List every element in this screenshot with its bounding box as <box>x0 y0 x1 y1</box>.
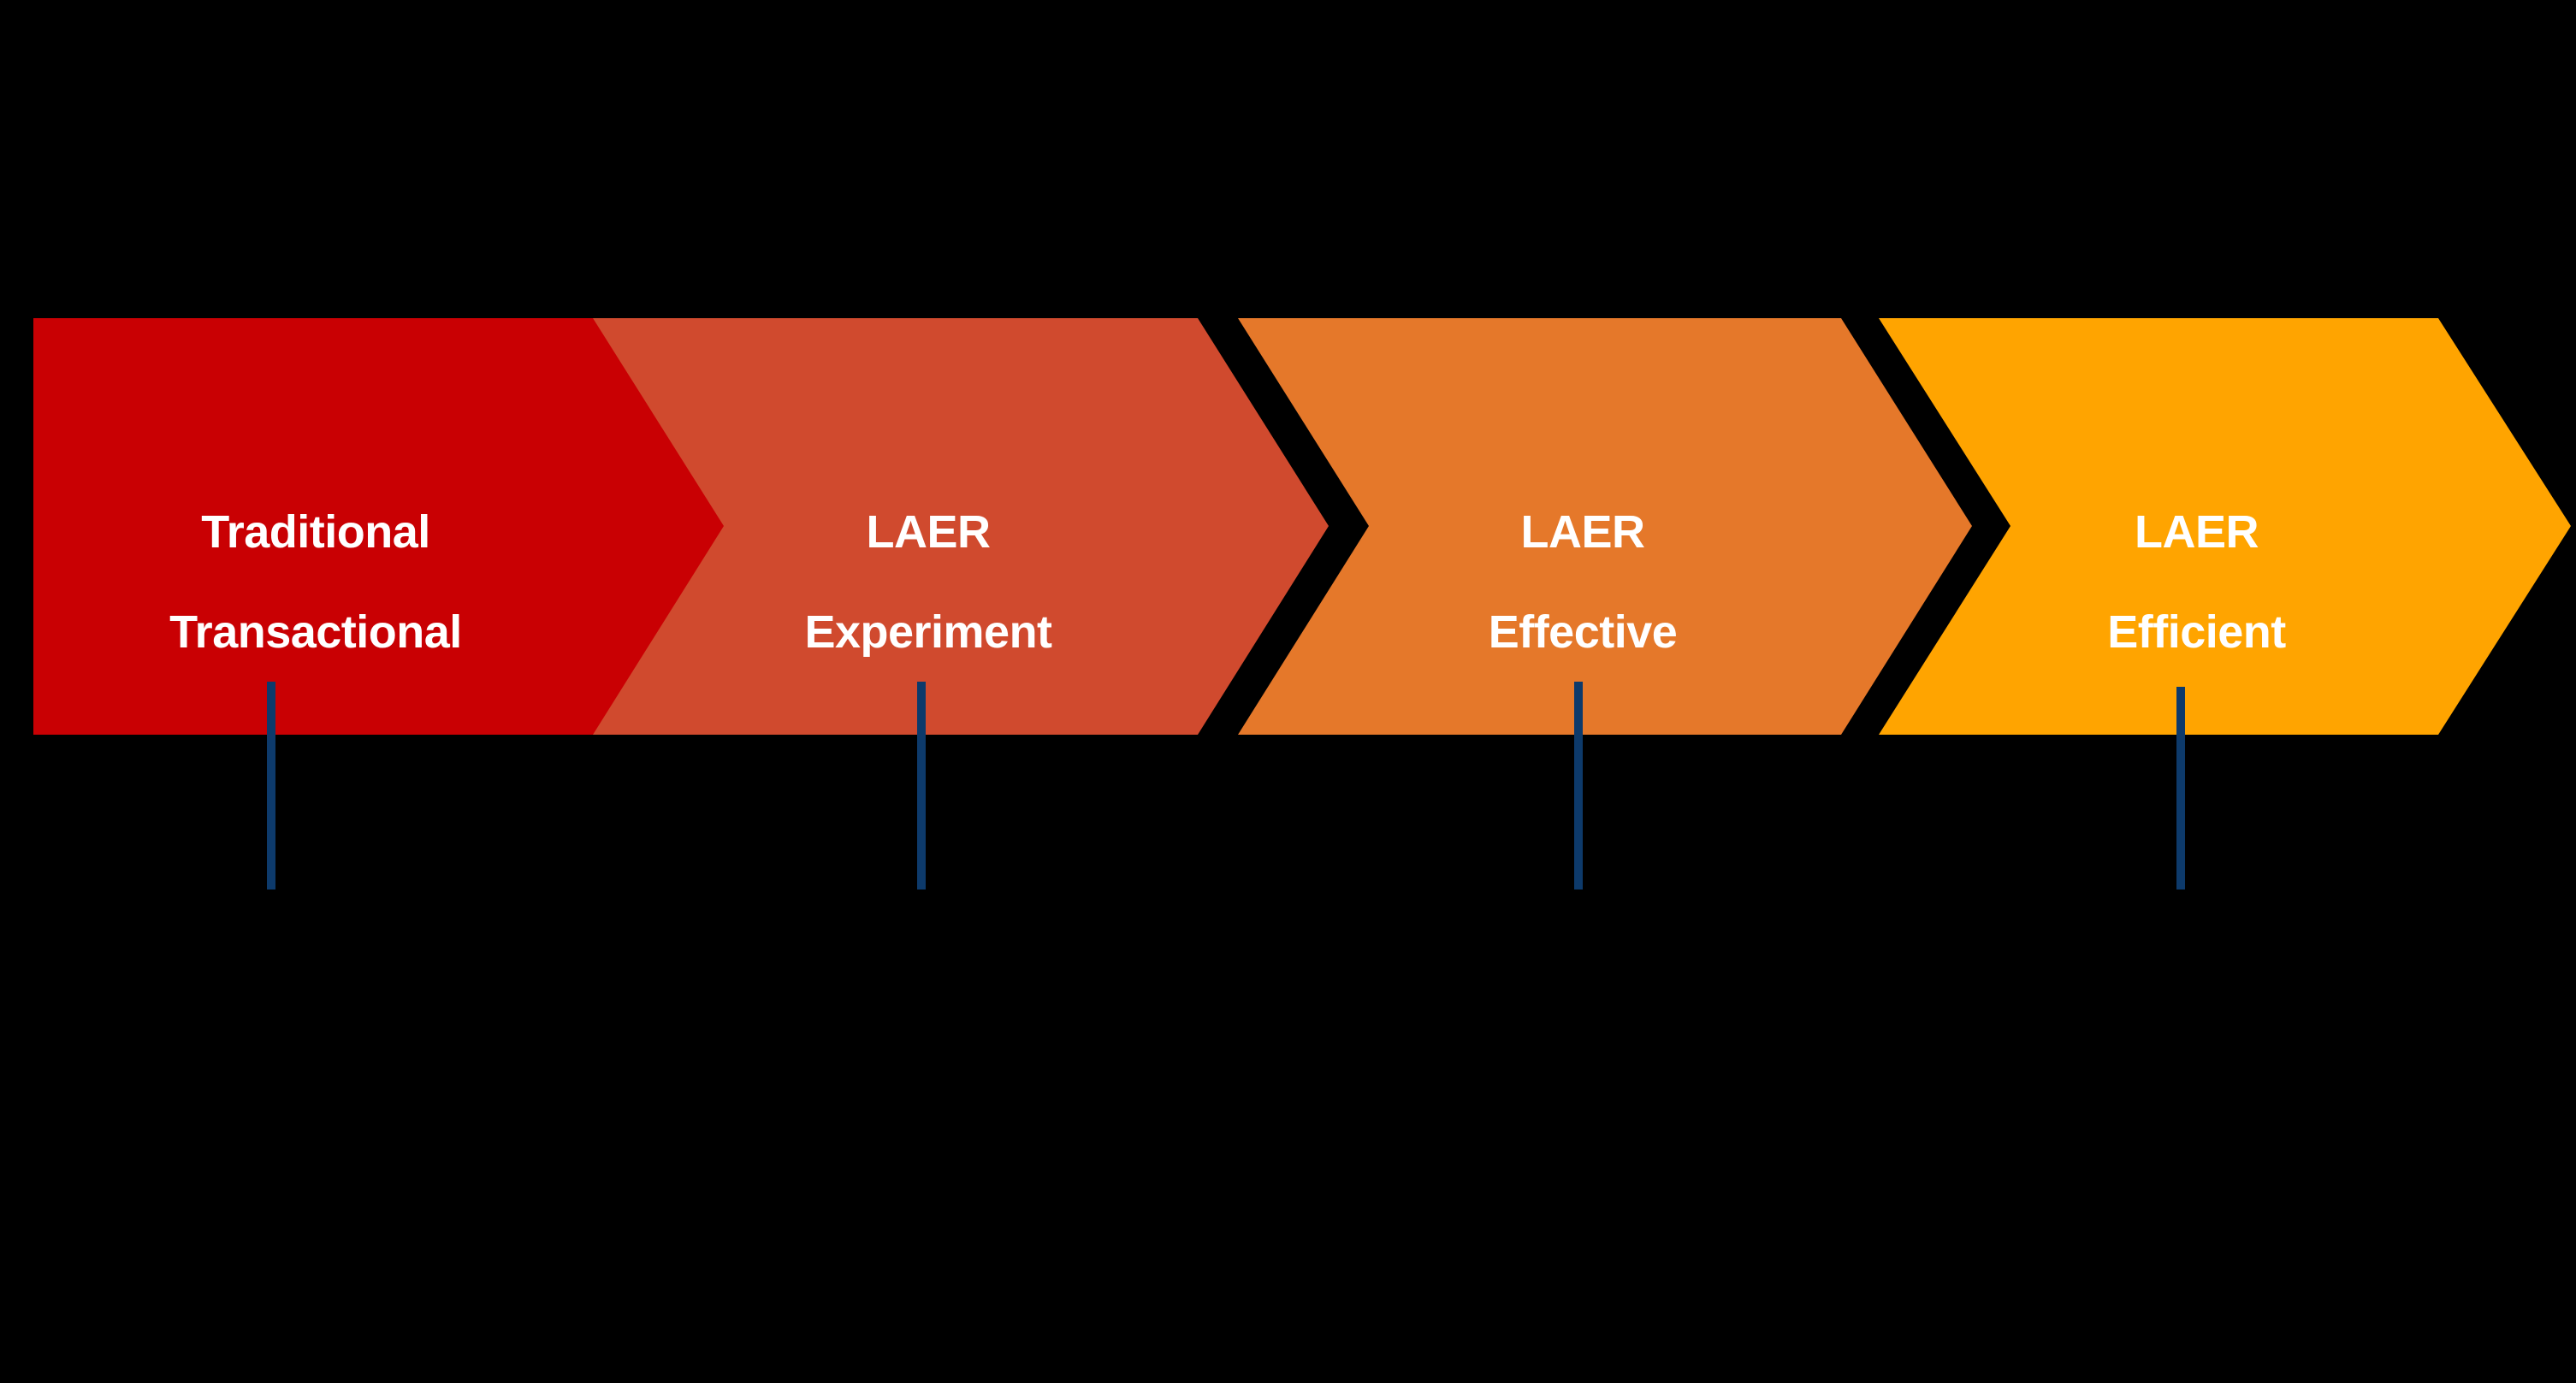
milestone-tick-4 <box>2176 687 2185 889</box>
milestone-tick-3 <box>1574 682 1583 889</box>
chevron-shape-laer-experiment[interactable] <box>593 318 1329 735</box>
chevron-shape-laer-effective[interactable] <box>1238 318 1972 735</box>
chevron-shape-laer-efficient[interactable] <box>1879 318 2571 735</box>
milestone-tick-1 <box>267 682 275 889</box>
chevron-shape-traditional-transactional[interactable] <box>33 318 731 735</box>
milestone-tick-2 <box>917 682 926 889</box>
